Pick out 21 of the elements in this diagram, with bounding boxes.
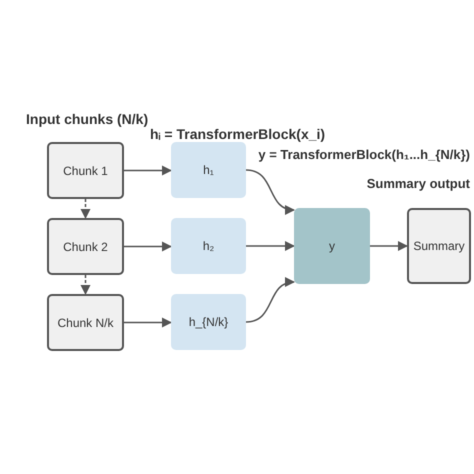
arrow (124, 166, 172, 176)
arrow (246, 241, 295, 251)
arrow (124, 242, 172, 252)
process-box: Chunk 1 (47, 142, 124, 199)
arrow (370, 241, 408, 251)
process-box: Chunk N/k (47, 294, 124, 351)
arrow (80, 199, 90, 219)
arrow (246, 169, 295, 214)
formula-label: y = TransformerBlock(h₁...h_{N/k}) (258, 147, 470, 162)
hidden-state-box: h₂ (171, 218, 246, 274)
process-box: Chunk 2 (47, 218, 124, 275)
section-title: Input chunks (N/k) (26, 111, 148, 127)
output-box: y (294, 208, 370, 284)
arrow (80, 275, 90, 295)
arrow (246, 278, 295, 323)
process-box: Summary (407, 208, 471, 284)
hidden-state-box: h_{N/k} (171, 294, 246, 350)
section-title: Summary output (366, 176, 470, 191)
hidden-state-box: h₁ (171, 142, 246, 198)
formula-label: hᵢ = TransformerBlock(x_i) (150, 126, 326, 142)
arrow (124, 318, 172, 328)
